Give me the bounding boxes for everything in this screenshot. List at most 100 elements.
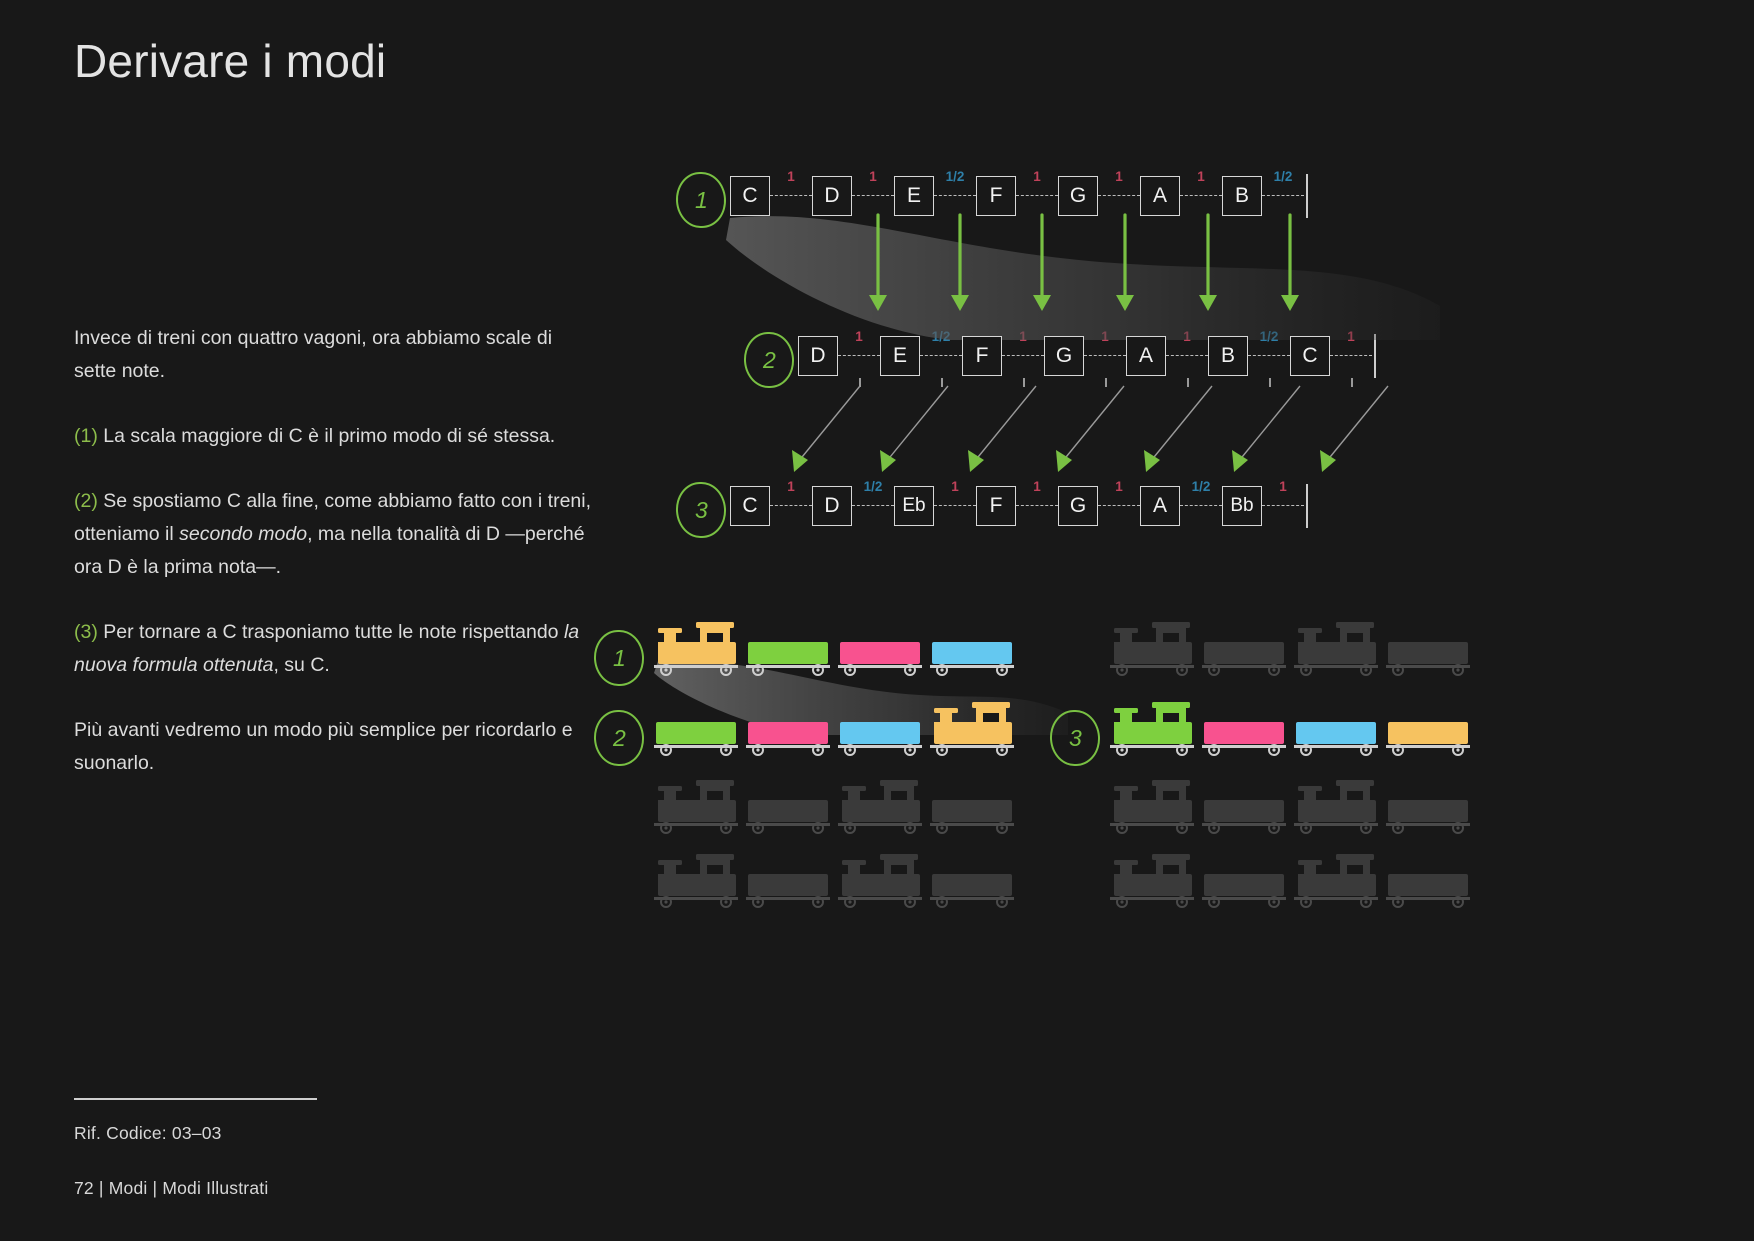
note-box[interactable]: E	[880, 336, 920, 376]
interval-dashed-line	[852, 195, 894, 196]
interval-label: 1	[1019, 329, 1027, 344]
train-step-number-label: 3	[1068, 724, 1082, 751]
note-box[interactable]: A	[1140, 176, 1180, 216]
ghost-train	[1108, 778, 1482, 838]
p-2: (2) Se spostiamo C alla fine, come abbia…	[74, 485, 594, 584]
note-box[interactable]: B	[1222, 176, 1262, 216]
tick-mark	[1269, 378, 1271, 387]
interval-label: 1	[787, 169, 795, 184]
interval-gap: 1	[1002, 329, 1044, 376]
paragraph-text: , su C.	[273, 654, 330, 676]
interval-dashed-line	[1180, 505, 1222, 506]
interval-label: 1	[1279, 479, 1287, 494]
tick-mark	[1105, 378, 1107, 387]
emphasis-text: la nuova formula ottenuta	[74, 621, 580, 676]
train-step-number-label: 1	[612, 644, 626, 671]
note-box[interactable]: G	[1058, 176, 1098, 216]
interval-label: 1	[1115, 479, 1123, 494]
interval-dashed-line	[1180, 195, 1222, 196]
p-3: (3) Per tornare a C trasponiamo tutte le…	[74, 616, 594, 682]
scale-step-number: 1	[674, 170, 728, 230]
ghost-train	[1108, 620, 1482, 680]
interval-dashed-line	[1248, 355, 1290, 356]
note-box[interactable]: B	[1208, 336, 1248, 376]
interval-gap: 1/2	[1248, 329, 1290, 376]
interval-label: 1	[1033, 479, 1041, 494]
interval-label: 1	[1101, 329, 1109, 344]
interval-dashed-line	[1016, 505, 1058, 506]
note-box[interactable]: C	[730, 486, 770, 526]
interval-gap: 1	[1262, 479, 1304, 526]
tick-mark	[941, 378, 943, 387]
note-box[interactable]: F	[976, 486, 1016, 526]
interval-label: 1/2	[1191, 479, 1211, 494]
interval-label: 1	[1197, 169, 1205, 184]
tick-mark	[1187, 378, 1189, 387]
scale-end-bar	[1306, 174, 1308, 218]
interval-gap: 1	[838, 329, 880, 376]
interval-gap: 1/2	[1180, 479, 1222, 526]
interval-gap: 1	[1330, 329, 1372, 376]
interval-gap: 1	[770, 479, 812, 526]
interval-label: 1	[855, 329, 863, 344]
train[interactable]: 1	[592, 620, 1026, 688]
note-box[interactable]: A	[1126, 336, 1166, 376]
interval-gap: 1	[1166, 329, 1208, 376]
interval-dashed-line	[770, 505, 812, 506]
note-box[interactable]: C	[1290, 336, 1330, 376]
ghost-train	[652, 852, 1026, 912]
interval-label: 1	[869, 169, 877, 184]
interval-dashed-line	[1166, 355, 1208, 356]
interval-label: 1	[1033, 169, 1041, 184]
note-box[interactable]: E	[894, 176, 934, 216]
note-box[interactable]: D	[812, 486, 852, 526]
scale-step-number-label: 2	[762, 346, 776, 373]
train-step-number: 3	[1048, 708, 1102, 768]
note-box[interactable]: G	[1058, 486, 1098, 526]
p-outro: Più avanti vedremo un modo più semplice …	[74, 714, 594, 780]
paragraph-text: , ma nella tonalità di D —perché ora D è…	[74, 523, 585, 578]
interval-dashed-line	[934, 505, 976, 506]
interval-label: 1/2	[863, 479, 883, 494]
tick-mark	[1351, 378, 1353, 387]
arrows-row1-to-row2	[869, 213, 1299, 311]
interval-dashed-line	[1330, 355, 1372, 356]
interval-dashed-line	[770, 195, 812, 196]
arrows-row2-to-row3	[792, 385, 1389, 472]
interval-dashed-line	[1016, 195, 1058, 196]
train[interactable]: 2	[592, 700, 1026, 768]
note-box[interactable]: D	[812, 176, 852, 216]
ghost-train	[652, 778, 1026, 838]
interval-gap: 1	[1180, 169, 1222, 216]
paragraph-text: Più avanti vedremo un modo più semplice …	[74, 719, 573, 774]
note-box[interactable]: G	[1044, 336, 1084, 376]
train-step-number: 2	[592, 708, 646, 768]
scale-end-bar	[1306, 484, 1308, 528]
note-box[interactable]: A	[1140, 486, 1180, 526]
note-box[interactable]: Eb	[894, 486, 934, 526]
interval-label: 1/2	[1259, 329, 1279, 344]
interval-dashed-line	[1262, 195, 1304, 196]
note-box[interactable]: F	[962, 336, 1002, 376]
train-graphic	[654, 702, 1014, 756]
note-box[interactable]: D	[798, 336, 838, 376]
paragraph-marker: (1)	[74, 425, 98, 447]
train[interactable]: 3	[1048, 700, 1482, 768]
footer-divider	[74, 1098, 317, 1100]
note-box[interactable]: Bb	[1222, 486, 1262, 526]
interval-gap: 1/2	[852, 479, 894, 526]
paragraph-marker: (2)	[74, 490, 98, 512]
note-box[interactable]: F	[976, 176, 1016, 216]
page-title: Derivare i modi	[74, 35, 387, 87]
interval-gap: 1	[1084, 329, 1126, 376]
footer-page-info: 72 | Modi | Modi Illustrati	[74, 1178, 269, 1198]
interval-gap: 1/2	[1262, 169, 1304, 216]
interval-label: 1	[951, 479, 959, 494]
paragraph-text: Invece di treni con quattro vagoni, ora …	[74, 327, 553, 382]
interval-gap: 1/2	[934, 169, 976, 216]
train-graphic	[1110, 622, 1470, 676]
note-box[interactable]: C	[730, 176, 770, 216]
interval-dashed-line	[1098, 505, 1140, 506]
